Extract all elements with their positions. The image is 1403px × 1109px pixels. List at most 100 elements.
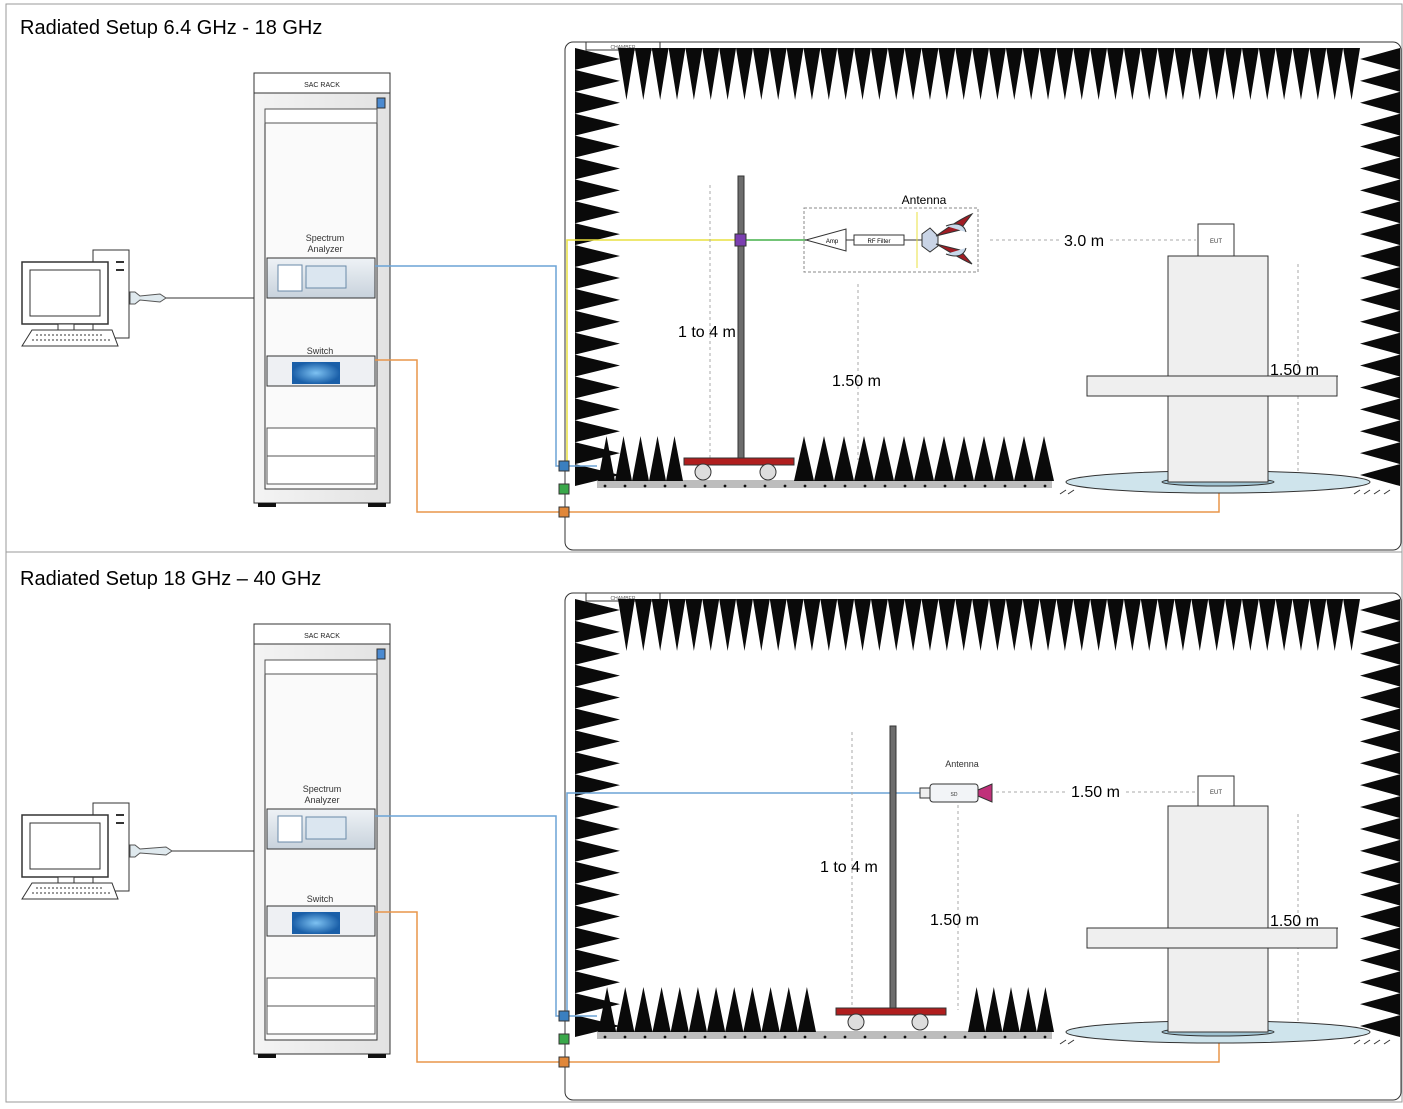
floor-dot — [1043, 484, 1047, 488]
panel-18-40-ghz: Radiated Setup 18 GHz – 40 GHz SAC RACK … — [20, 568, 1402, 1101]
panel-6-18-ghz: Radiated Setup 6.4 GHz - 18 GHz SAC RACK… — [20, 17, 1402, 551]
floor-dot — [663, 1035, 667, 1039]
floor-dot — [783, 484, 787, 488]
analyzer-label-2: Analyzer — [304, 795, 339, 805]
floor-dot — [1043, 1035, 1047, 1039]
floor-dot — [963, 484, 967, 488]
mast-cart — [683, 457, 795, 466]
horn-label: SD — [951, 792, 958, 798]
analyzer-label-1: Spectrum — [303, 784, 342, 794]
floor-dot — [843, 484, 847, 488]
floor-dot — [723, 484, 727, 488]
eut-table: EUT — [1059, 223, 1391, 495]
antenna-label: Antenna — [945, 759, 979, 769]
floor-dot — [903, 1035, 907, 1039]
mast-height-label: 1 to 4 m — [678, 324, 736, 341]
floor-dot — [943, 484, 947, 488]
ceiling-absorbers — [618, 48, 1360, 100]
floor-dot — [623, 484, 627, 488]
dimension-lines: 1.50 m 1.50 m 1.50 m — [930, 784, 1338, 1026]
rack-label: SAC RACK — [304, 633, 340, 640]
floor-dot — [1003, 484, 1007, 488]
floor-absorber — [794, 436, 1054, 481]
cables — [375, 792, 1220, 1063]
bulkhead-connectors — [558, 1010, 570, 1068]
panel-title: Radiated Setup 18 GHz – 40 GHz — [20, 568, 321, 590]
floor-dot — [1003, 1035, 1007, 1039]
distance-label: 1.50 m — [1071, 784, 1120, 801]
sac-rack: SAC RACK Spectrum Analyzer Switch — [253, 72, 391, 507]
floor-dot — [683, 1035, 687, 1039]
floor-dot — [723, 1035, 727, 1039]
eut-tabletop — [1086, 375, 1338, 397]
rack-label: SAC RACK — [304, 82, 340, 89]
eut-tabletop — [1086, 927, 1338, 949]
antenna-assembly: Antenna Amp RF Filter — [803, 193, 979, 273]
eut-box — [1197, 775, 1235, 807]
floor-dot — [763, 1035, 767, 1039]
floor-dot — [703, 1035, 707, 1039]
floor-dot — [783, 1035, 787, 1039]
floor-absorber — [598, 436, 683, 481]
floor-dot — [603, 484, 607, 488]
ceiling-absorbers — [618, 599, 1360, 651]
antenna-height-label: 1.50 m — [930, 912, 979, 929]
switch-label: Switch — [307, 894, 334, 904]
distance-label: 3.0 m — [1064, 233, 1104, 250]
floor-dot — [883, 1035, 887, 1039]
floor-dot — [743, 1035, 747, 1039]
floor-dot — [1023, 484, 1027, 488]
floor-absorber — [968, 987, 1054, 1032]
floor-dot — [963, 1035, 967, 1039]
floor-dot — [623, 1035, 627, 1039]
floor-strip — [597, 1031, 1052, 1039]
floor-dot — [743, 484, 747, 488]
floor-dot — [923, 1035, 927, 1039]
floor-dot — [763, 484, 767, 488]
analyzer-label-2: Analyzer — [307, 244, 342, 254]
antenna-assembly: Antenna SD — [919, 759, 993, 803]
floor-dot — [643, 484, 647, 488]
floor-dot — [863, 1035, 867, 1039]
floor-dot — [843, 1035, 847, 1039]
floor-dot — [703, 484, 707, 488]
panel-title: Radiated Setup 6.4 GHz - 18 GHz — [20, 17, 322, 39]
switch-label: Switch — [307, 346, 334, 356]
floor-dot — [823, 484, 827, 488]
floor-absorbers — [598, 987, 1054, 1039]
floor-dot — [683, 484, 687, 488]
amp-label: Amp — [826, 239, 839, 245]
dimension-lines: 1.50 m 3.0 m 1.50 m — [832, 233, 1338, 476]
antenna-label: Antenna — [902, 193, 947, 207]
analyzer-label-1: Spectrum — [306, 233, 345, 243]
floor-absorber — [598, 987, 816, 1032]
outer-border — [5, 3, 1403, 1103]
floor-dot — [663, 484, 667, 488]
floor-dot — [803, 1035, 807, 1039]
floor-dot — [983, 1035, 987, 1039]
floor-dot — [823, 1035, 827, 1039]
eut-table: EUT — [1059, 775, 1391, 1045]
eut-label: EUT — [1210, 790, 1222, 796]
eut-box — [1197, 223, 1235, 257]
eut-height-label: 1.50 m — [1270, 913, 1319, 930]
antenna-height-label: 1.50 m — [832, 373, 881, 390]
bulkhead-connectors — [558, 460, 570, 518]
ceiling-absorber — [618, 48, 1360, 100]
filter-label: RF Filter — [868, 239, 891, 245]
ceiling-absorber — [618, 599, 1360, 651]
computer-icon — [21, 802, 173, 900]
floor-dot — [863, 484, 867, 488]
floor-dot — [923, 484, 927, 488]
floor-dot — [883, 484, 887, 488]
floor-dot — [903, 484, 907, 488]
eut-label: EUT — [1210, 239, 1222, 245]
cables — [375, 239, 1220, 513]
computer-icon — [21, 249, 167, 347]
floor-dot — [983, 484, 987, 488]
sac-rack: SAC RACK Spectrum Analyzer Switch — [253, 623, 391, 1058]
antenna-mast: 1 to 4 m — [820, 725, 947, 1031]
eut-height-label: 1.50 m — [1270, 362, 1319, 379]
mast-cart — [835, 1007, 947, 1016]
